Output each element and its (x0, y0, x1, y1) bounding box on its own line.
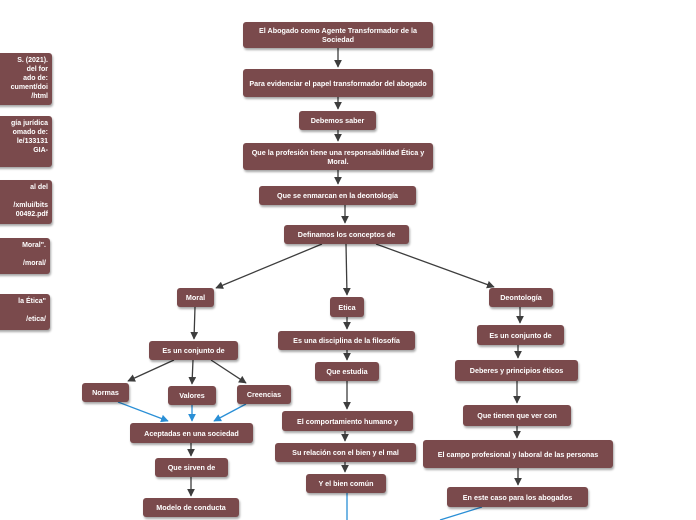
node-deont-conjunto[interactable]: Es un conjunto de (477, 325, 564, 345)
node-relacion[interactable]: Su relación con el bien y el mal (275, 443, 416, 462)
connector-conjunto-creencias (210, 359, 247, 384)
node-disciplina[interactable]: Es una disciplina de la filosofía (278, 331, 415, 350)
node-en-este-caso[interactable]: En este caso para los abogados (447, 487, 588, 507)
reference-card-3[interactable]: al del /xmlui/bits 00492.pdf (0, 180, 52, 224)
node-bien-comun[interactable]: Y el bien común (306, 474, 386, 493)
node-moral[interactable]: Moral (177, 288, 214, 307)
node-debemos-saber[interactable]: Debemos saber (299, 111, 376, 130)
connector-caso-down (439, 506, 483, 520)
node-campo[interactable]: El campo profesional y laboral de las pe… (423, 440, 613, 468)
connector-normas-aceptadas (117, 401, 169, 423)
node-deontologia-enmarcan[interactable]: Que se enmarcan en la deontología (259, 186, 416, 205)
connector-definamos-etica (342, 243, 351, 296)
reference-card-1[interactable]: S. (2021). del for ado de: cument/doi /h… (0, 53, 52, 105)
connector-conjunto-valores (188, 359, 197, 385)
node-creencias[interactable]: Creencias (237, 385, 291, 404)
node-profesion[interactable]: Que la profesión tiene una responsabilid… (243, 143, 433, 170)
node-aceptadas[interactable]: Aceptadas en una sociedad (130, 423, 253, 443)
node-normas[interactable]: Normas (82, 383, 129, 402)
node-deberes[interactable]: Deberes y principios éticos (455, 360, 578, 381)
node-valores[interactable]: Valores (168, 386, 216, 405)
reference-card-2[interactable]: gía jurídica omado de: le/133131 GIA- (0, 116, 52, 167)
node-que-tienen[interactable]: Que tienen que ver con (463, 405, 571, 426)
node-comportamiento[interactable]: El comportamiento humano y (282, 411, 413, 431)
node-moral-conjunto[interactable]: Es un conjunto de (149, 341, 238, 360)
node-etica[interactable]: Etica (330, 297, 364, 317)
connector-definamos-deontologia (375, 243, 495, 289)
connector-creencias-aceptadas (213, 403, 247, 422)
node-evidenciar[interactable]: Para evidenciar el papel transformador d… (243, 69, 433, 97)
reference-card-5[interactable]: la Ética" /etica/ (0, 294, 50, 330)
node-deontologia[interactable]: Deontología (489, 288, 553, 307)
reference-card-4[interactable]: Moral". /moral/ (0, 238, 50, 274)
node-que-estudia[interactable]: Que estudia (315, 362, 379, 381)
node-root[interactable]: El Abogado como Agente Transformador de … (243, 22, 433, 48)
connector-conjunto-normas (127, 359, 175, 382)
node-definamos[interactable]: Definamos los conceptos de (284, 225, 409, 244)
node-modelo-conducta[interactable]: Modelo de conducta (143, 498, 239, 517)
connector-moral-conjunto (190, 306, 199, 340)
connector-definamos-moral (215, 243, 323, 289)
node-sirven-de[interactable]: Que sirven de (155, 458, 228, 477)
